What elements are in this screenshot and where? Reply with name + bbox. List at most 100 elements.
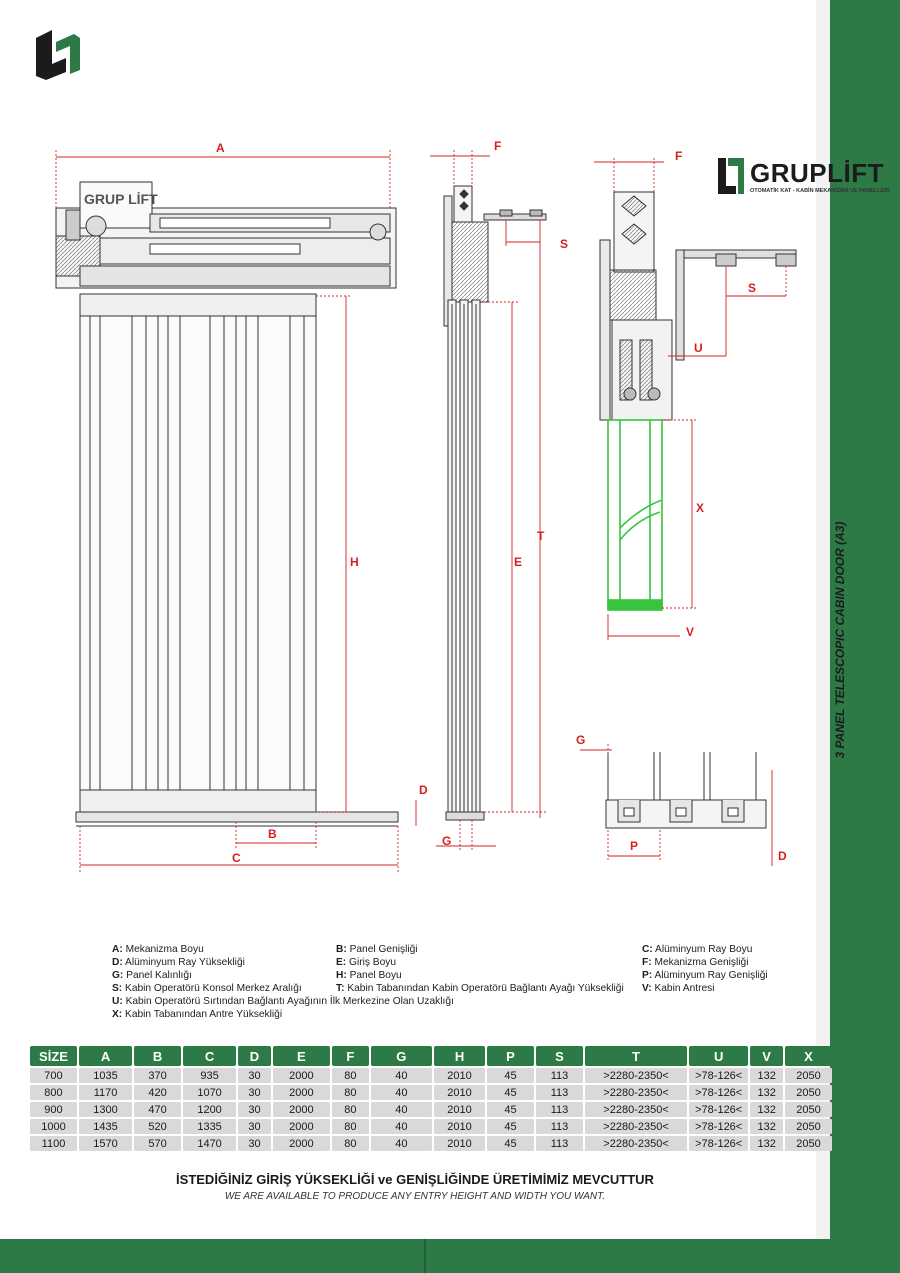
brand-tagline: OTOMATİK KAT - KABİN MEKANİZMA VE PANELL…	[750, 188, 890, 194]
table-cell: 2050	[784, 1068, 832, 1083]
technical-drawing: GRUP LİFT A H B C D	[55, 139, 797, 872]
table-cell: >2280-2350<	[584, 1085, 688, 1100]
table-cell: 45	[487, 1102, 534, 1117]
table-cell: 2000	[272, 1102, 330, 1117]
table-cell: 470	[134, 1102, 182, 1117]
table-cell: 30	[238, 1085, 271, 1100]
front-dimensions	[55, 150, 417, 872]
legend: A: Mekanizma Boyu D: Alüminyum Ray Yükse…	[112, 944, 812, 1024]
table-cell: >2280-2350<	[584, 1102, 688, 1117]
table-cell: 2000	[272, 1068, 330, 1083]
dim-label-f-side: F	[494, 139, 501, 153]
table-cell: 935	[183, 1068, 237, 1083]
table-header: H	[433, 1046, 486, 1066]
dim-label-g-rail: G	[576, 733, 585, 747]
table-cell: 1200	[183, 1102, 237, 1117]
table-header: SİZE	[30, 1046, 77, 1066]
detail-view	[599, 191, 797, 421]
table-cell: 2010	[433, 1136, 486, 1151]
dim-label-d-rail: D	[778, 849, 787, 863]
front-view	[55, 181, 399, 827]
table-cell: 132	[750, 1102, 783, 1117]
table-cell: 132	[750, 1085, 783, 1100]
table-cell: 2050	[784, 1085, 832, 1100]
side-title-sub: 3 PANEL TELESCOPIC CABIN DOOR (A3)	[833, 521, 847, 759]
table-cell: 2010	[433, 1102, 486, 1117]
table-header-row: SİZE A B C D E F G H P S T U V X	[30, 1046, 832, 1066]
table-cell: 30	[238, 1119, 271, 1134]
table-header: A	[78, 1046, 133, 1066]
table-cell: 1035	[78, 1068, 133, 1083]
table-cell: >78-126<	[689, 1068, 749, 1083]
grup-lift-emboss: GRUP LİFT	[84, 191, 158, 207]
table-cell: 40	[370, 1136, 432, 1151]
table-cell: 2050	[784, 1102, 832, 1117]
dim-label-x: X	[696, 501, 704, 515]
table-cell: 45	[487, 1085, 534, 1100]
table-cell: >78-126<	[689, 1119, 749, 1134]
legend-item-x: X: Kabin Tabanından Antre Yüksekliği	[112, 1009, 283, 1020]
table-cell: 30	[238, 1136, 271, 1151]
dim-label-u: U	[694, 341, 703, 355]
table-cell: 113	[536, 1119, 583, 1134]
table-cell: 45	[487, 1136, 534, 1151]
table-cell: 80	[331, 1068, 369, 1083]
table-cell: 370	[134, 1068, 182, 1083]
table-header: T	[584, 1046, 688, 1066]
legend-item-v: V: Kabin Antresi	[642, 983, 715, 994]
table-cell: 113	[536, 1102, 583, 1117]
dim-label-s-side: S	[560, 237, 568, 251]
table-cell: 40	[370, 1102, 432, 1117]
table-cell: 40	[370, 1085, 432, 1100]
table-cell: 45	[487, 1068, 534, 1083]
table-header: U	[689, 1046, 749, 1066]
legend-item-f: F: Mekanizma Genişliği	[642, 957, 749, 968]
table-cell: 2000	[272, 1119, 330, 1134]
dim-label-p: P	[630, 839, 638, 853]
table-cell: 40	[370, 1119, 432, 1134]
dim-label-c: C	[232, 851, 241, 865]
table-cell: 1070	[183, 1085, 237, 1100]
table-header: B	[134, 1046, 182, 1066]
legend-item-g: G: Panel Kalınlığı	[112, 970, 192, 981]
brand-logo: GRUPLİFT OTOMATİK KAT - KABİN MEKANİZMA …	[716, 154, 890, 204]
dim-label-d: D	[419, 783, 428, 797]
dim-label-b: B	[268, 827, 277, 841]
dim-label-s-detail: S	[748, 281, 756, 295]
dim-label-f-detail: F	[675, 149, 682, 163]
table-cell: 2010	[433, 1085, 486, 1100]
svg-text:GRUP LİFT: GRUP LİFT	[84, 191, 158, 207]
table-cell: 1100	[30, 1136, 77, 1151]
table-header: F	[331, 1046, 369, 1066]
table-cell: 2050	[784, 1119, 832, 1134]
legend-item-t: T: Kabin Tabanından Kabin Operatörü Bağl…	[336, 983, 624, 994]
table-cell: 700	[30, 1068, 77, 1083]
bottom-strip	[0, 1239, 900, 1273]
brand-mark-icon	[718, 158, 744, 194]
legend-item-a: A: Mekanizma Boyu	[112, 944, 204, 955]
table-cell: 80	[331, 1102, 369, 1117]
rail-section	[605, 752, 767, 829]
table-cell: 1170	[78, 1085, 133, 1100]
table-header: V	[750, 1046, 783, 1066]
dim-label-v: V	[686, 625, 694, 639]
logo-mark-icon	[36, 30, 80, 80]
table-cell: 1335	[183, 1119, 237, 1134]
table-cell: 113	[536, 1136, 583, 1151]
dim-label-t: T	[537, 529, 545, 543]
table-cell: 2050	[784, 1136, 832, 1151]
legend-item-b: B: Panel Genişliği	[336, 944, 418, 955]
table-cell: 45	[487, 1119, 534, 1134]
production-note-en: WE ARE AVAILABLE TO PRODUCE ANY ENTRY HE…	[224, 1191, 606, 1202]
table-cell: 40	[370, 1068, 432, 1083]
table-cell: 113	[536, 1068, 583, 1083]
rail-dimensions	[580, 744, 773, 866]
table-cell: 80	[331, 1085, 369, 1100]
table-cell: 80	[331, 1136, 369, 1151]
brand-name: GRUPLİFT	[750, 158, 884, 188]
